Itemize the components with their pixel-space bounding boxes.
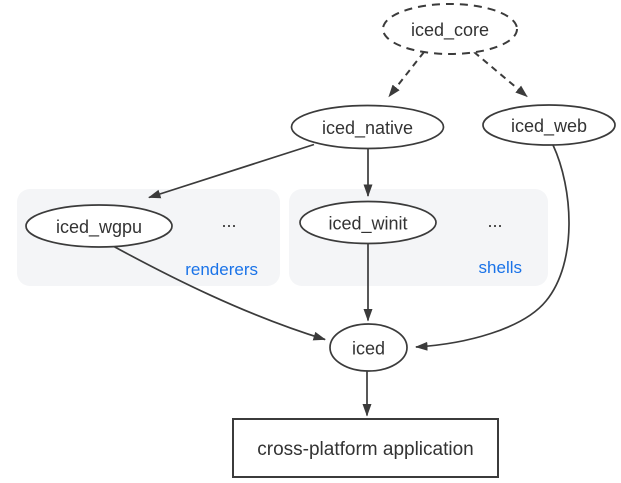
iced-wgpu-label: iced_wgpu	[56, 217, 142, 238]
renderers-group-label: renderers	[185, 260, 258, 279]
iced-native-ellipse	[290, 104, 445, 150]
node-application: cross-platform application	[232, 418, 499, 478]
edge-iced-core-to-iced-native	[388, 51, 425, 98]
node-iced-web: iced_web	[482, 104, 616, 146]
edge-iced-core-to-iced-web	[473, 51, 528, 98]
node-iced-winit: iced_winit	[299, 200, 437, 245]
iced-ellipse	[329, 323, 408, 372]
iced-label: iced	[352, 339, 385, 359]
renderers-ellipsis: ...	[221, 211, 236, 231]
iced-native-label: iced_native	[322, 118, 413, 139]
node-iced-core: iced_core	[382, 3, 518, 55]
application-rect	[232, 418, 499, 478]
node-iced: iced	[329, 323, 408, 372]
iced-core-ellipse	[382, 3, 518, 55]
node-iced-native: iced_native	[290, 104, 445, 150]
shells-group-label: shells	[479, 258, 522, 277]
node-iced-wgpu: iced_wgpu	[25, 204, 173, 248]
edge-iced-native-to-iced-wgpu	[148, 143, 315, 199]
iced-web-ellipse	[482, 104, 616, 146]
iced-core-label: iced_core	[411, 20, 489, 41]
shells-ellipsis: ...	[487, 211, 502, 231]
iced-winit-label: iced_winit	[328, 214, 407, 235]
iced-winit-ellipse	[299, 200, 437, 245]
application-label: cross-platform application	[257, 439, 473, 460]
edge-iced-wgpu-to-iced	[112, 245, 326, 341]
iced-wgpu-ellipse	[25, 204, 173, 248]
iced-web-label: iced_web	[511, 116, 587, 137]
edge-iced-web-to-iced	[415, 144, 570, 351]
